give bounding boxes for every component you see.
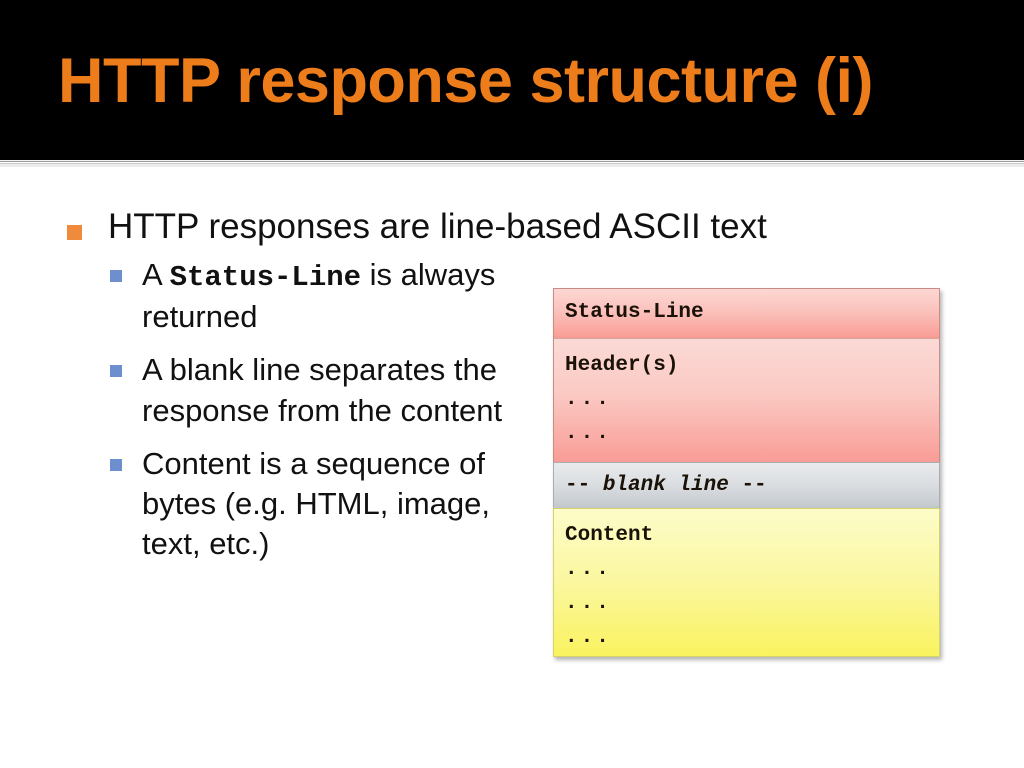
list-item-text-pre: A [142,257,170,293]
diagram-box-headers: Header(s) ... ... [553,338,940,462]
bullet-level1-label: HTTP responses are line-based ASCII text [108,207,767,246]
bullet-square-icon [110,365,122,378]
diagram-status-line-label: Status-Line [565,301,704,324]
diagram-headers-label: Header(s) [565,354,679,377]
title-bar: HTTP response structure (i) [0,0,1024,160]
bullet-square-icon [67,225,82,240]
list-item-text-pre: Content is a sequence of bytes (e.g. HTM… [142,445,491,562]
bullet-sublist: A Status-Line is always returned A blank… [60,255,530,564]
list-item-text-pre: A blank line separates the response from… [142,352,503,428]
diagram-blank-line-label: blank line [602,474,729,497]
list-item-text-post: is always returned [142,257,496,334]
diagram-content-ellipsis-3: ... [565,626,612,649]
list-item: A Status-Line is always returned [104,255,530,337]
diagram-content-ellipsis-2: ... [565,592,612,615]
diagram-box-status-line: Status-Line [553,288,940,338]
diagram-content-label: Content [565,524,654,547]
diagram-blank-dash-left: -- [565,474,603,497]
diagram-box-content: Content ... ... ... [553,508,940,657]
diagram-content-ellipsis-1: ... [565,558,612,581]
content-body: HTTP responses are line-based ASCII text… [60,206,767,578]
bullet-level1: HTTP responses are line-based ASCII text [60,206,767,247]
bullet-square-icon [110,458,122,471]
http-response-structure-diagram: Status-Line Header(s) ... ... -- blank l… [553,288,940,657]
title-separator-rule [0,160,1024,167]
list-item: Content is a sequence of bytes (e.g. HTM… [104,444,530,565]
list-item-code: Status-Line [169,261,362,295]
diagram-headers-ellipsis-1: ... [565,388,612,411]
page-title: HTTP response structure (i) [58,46,874,116]
diagram-headers-ellipsis-2: ... [565,422,612,445]
bullet-square-icon [110,270,122,283]
list-item: A blank line separates the response from… [104,350,530,431]
diagram-blank-dash-right: -- [728,474,767,497]
diagram-box-blank-line: -- blank line -- [553,462,940,508]
